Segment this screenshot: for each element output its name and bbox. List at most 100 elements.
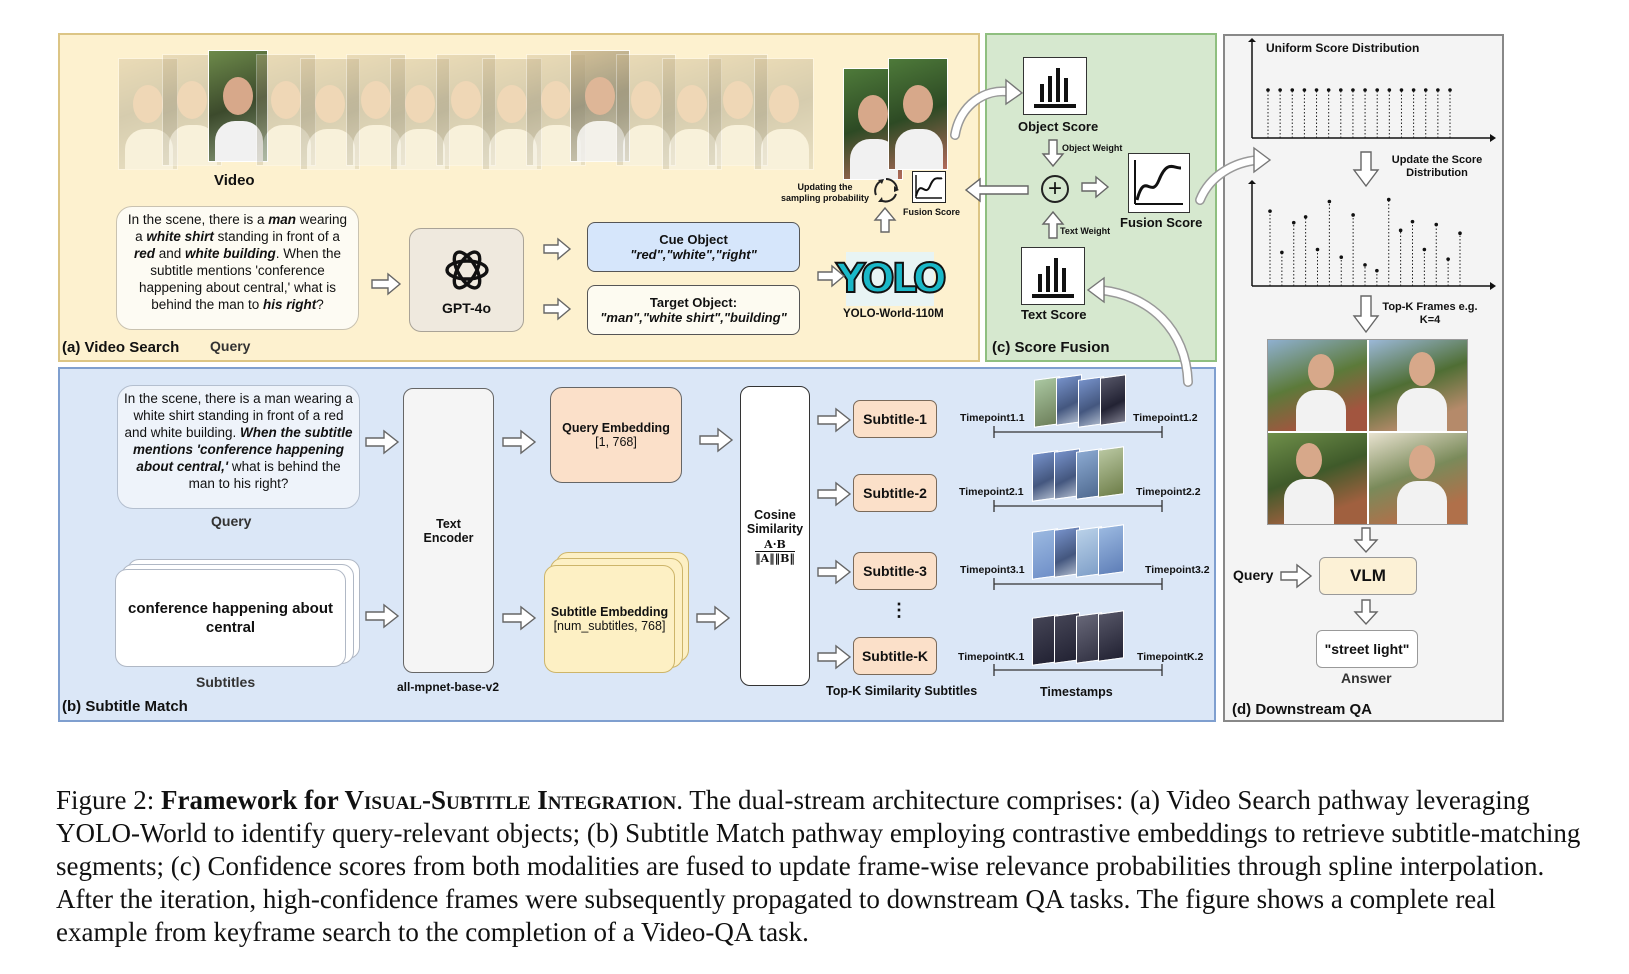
query-text: ? [316,297,324,312]
query-text: In the scene, there is a man wearing a w… [124,391,353,440]
object-score-label: Object Score [1018,119,1099,134]
timepoint-start-2: Timepoint2.1 [959,486,1024,498]
query-text: and [154,246,185,261]
topk-frame [1368,433,1467,524]
video-frame [300,58,360,170]
timepoint-end-1: Timepoint1.2 [1133,412,1198,424]
uniform-distribution-title: Uniform Score Distribution [1266,41,1420,55]
distribution-point [1291,220,1296,225]
updating-probability-label: Updating the sampling probability [780,182,869,203]
distribution-point [1448,88,1452,92]
distribution-point [1302,88,1307,92]
text-score-label: Text Score [1021,307,1087,322]
topk-frames-grid [1267,339,1468,525]
subtitle-query-box: In the scene, there is a man wearing a w… [117,385,360,509]
subtitle-embedding-title: Subtitle Embedding [550,605,669,619]
distribution-point [1436,88,1440,92]
encoder-model-label: all-mpnet-base-v2 [397,680,500,694]
object-score-icon [1023,57,1087,115]
distribution-point [1458,231,1462,235]
caption-title-part: -S [422,785,447,815]
subtitle-result-1: Subtitle-1 [853,400,937,438]
caption-body: . The dual-stream architecture comprises… [56,785,1581,947]
timepoint-start-3: Timepoint3.1 [960,564,1025,576]
object-weight-label: Object Weight [1062,143,1123,153]
clip-frames-2 [1032,446,1132,502]
topk-frame [1368,340,1467,431]
timepoint-end-3: Timepoint3.2 [1145,564,1210,576]
caption-title-part: I [530,785,548,815]
uniform-distribution-chart [1248,38,1496,142]
timepoint-end-2: Timepoint2.2 [1136,486,1201,498]
downstream-query-label: Query [1233,567,1274,583]
text-weight-label: Text Weight [1060,226,1111,236]
distribution-point [1375,268,1379,273]
answer-box: "street light" [1316,630,1418,668]
distribution-point [1268,209,1272,213]
query-highlight: man [268,212,297,227]
yolo-logo-text: YOLO [835,255,948,303]
query-text: In the scene, there is a [127,212,269,227]
updated-distribution-chart [1248,180,1496,290]
gpt4o-label: GPT-4o [441,300,491,316]
target-object-title: Target Object: [649,295,738,310]
yolo-label: YOLO-World-110M [843,308,944,320]
video-frame [256,54,316,166]
cue-object-title: Cue Object [659,232,728,247]
caption-title-part: ntegration [547,785,677,815]
distribution-point [1290,88,1295,92]
distribution-point [1422,247,1427,252]
subtitle-match-panel-label: (b) Subtitle Match [62,698,188,715]
distribution-point [1327,199,1332,204]
subtitle-ellipsis: ⋮ [890,600,908,620]
query-highlight: white building [185,246,276,261]
distribution-point [1423,88,1428,92]
cosine-formula-denominator: ‖A‖‖B‖ [755,551,795,565]
query-highlight: his right [263,297,317,312]
timepoint-end-k: TimepointK.2 [1137,651,1204,663]
video-frame [390,58,450,170]
timestamps-label: Timestamps [1040,685,1113,699]
distribution-point [1410,219,1415,224]
text-score-icon [1021,247,1085,305]
video-frame [436,54,496,166]
video-frame [208,50,268,162]
video-frame [346,54,406,166]
caption-title-part: Framework for V [161,785,364,815]
vlm-box: VLM [1319,557,1417,595]
update-distribution-label: Update the Score Distribution [1391,154,1483,179]
cosine-formula-numerator: A·B [755,538,795,552]
query-embedding-shape: [1, 768] [595,435,637,449]
query-highlight: white shirt [146,229,214,244]
query-text: wearing a [135,212,348,244]
figure-caption: Figure 2: Framework for Visual-Subtitle … [56,784,1586,949]
distribution-point [1386,197,1391,202]
query-text: what is behind the man to his right? [188,459,341,491]
distribution-point [1387,88,1392,92]
vlm-label: VLM [1350,566,1386,585]
caption-title-part: isual [363,785,423,815]
cue-object-values: "red","white","right" [630,247,757,262]
caption-title: Framework for Visual-Subtitle Integratio… [161,785,676,815]
distribution-point [1326,88,1331,92]
score-fusion-panel-label: (c) Score Fusion [992,339,1110,356]
text-encoder-label: Text Encoder [423,516,474,545]
clip-frames-k [1032,610,1132,668]
distribution-point [1303,215,1308,219]
distribution-point [1375,88,1379,92]
distribution-point [1363,88,1367,92]
video-frame [662,58,722,170]
distribution-point [1446,257,1450,261]
subtitle-text-box: conference happening about central [115,569,346,667]
cosine-similarity-label: Cosine Similarity [746,507,804,536]
caption-prefix: Figure 2: [56,785,161,815]
subtitle-query-label: Query [211,513,252,529]
video-frame [570,50,630,162]
distribution-point [1351,213,1355,217]
subtitle-result-2: Subtitle-2 [853,474,937,512]
distribution-point [1339,255,1344,259]
distribution-point [1280,250,1284,255]
subtitle-embedding-box: Subtitle Embedding [num_subtitles, 768] [544,565,675,673]
distribution-point [1339,88,1343,92]
cosine-formula: A·B ‖A‖‖B‖ [755,538,795,565]
